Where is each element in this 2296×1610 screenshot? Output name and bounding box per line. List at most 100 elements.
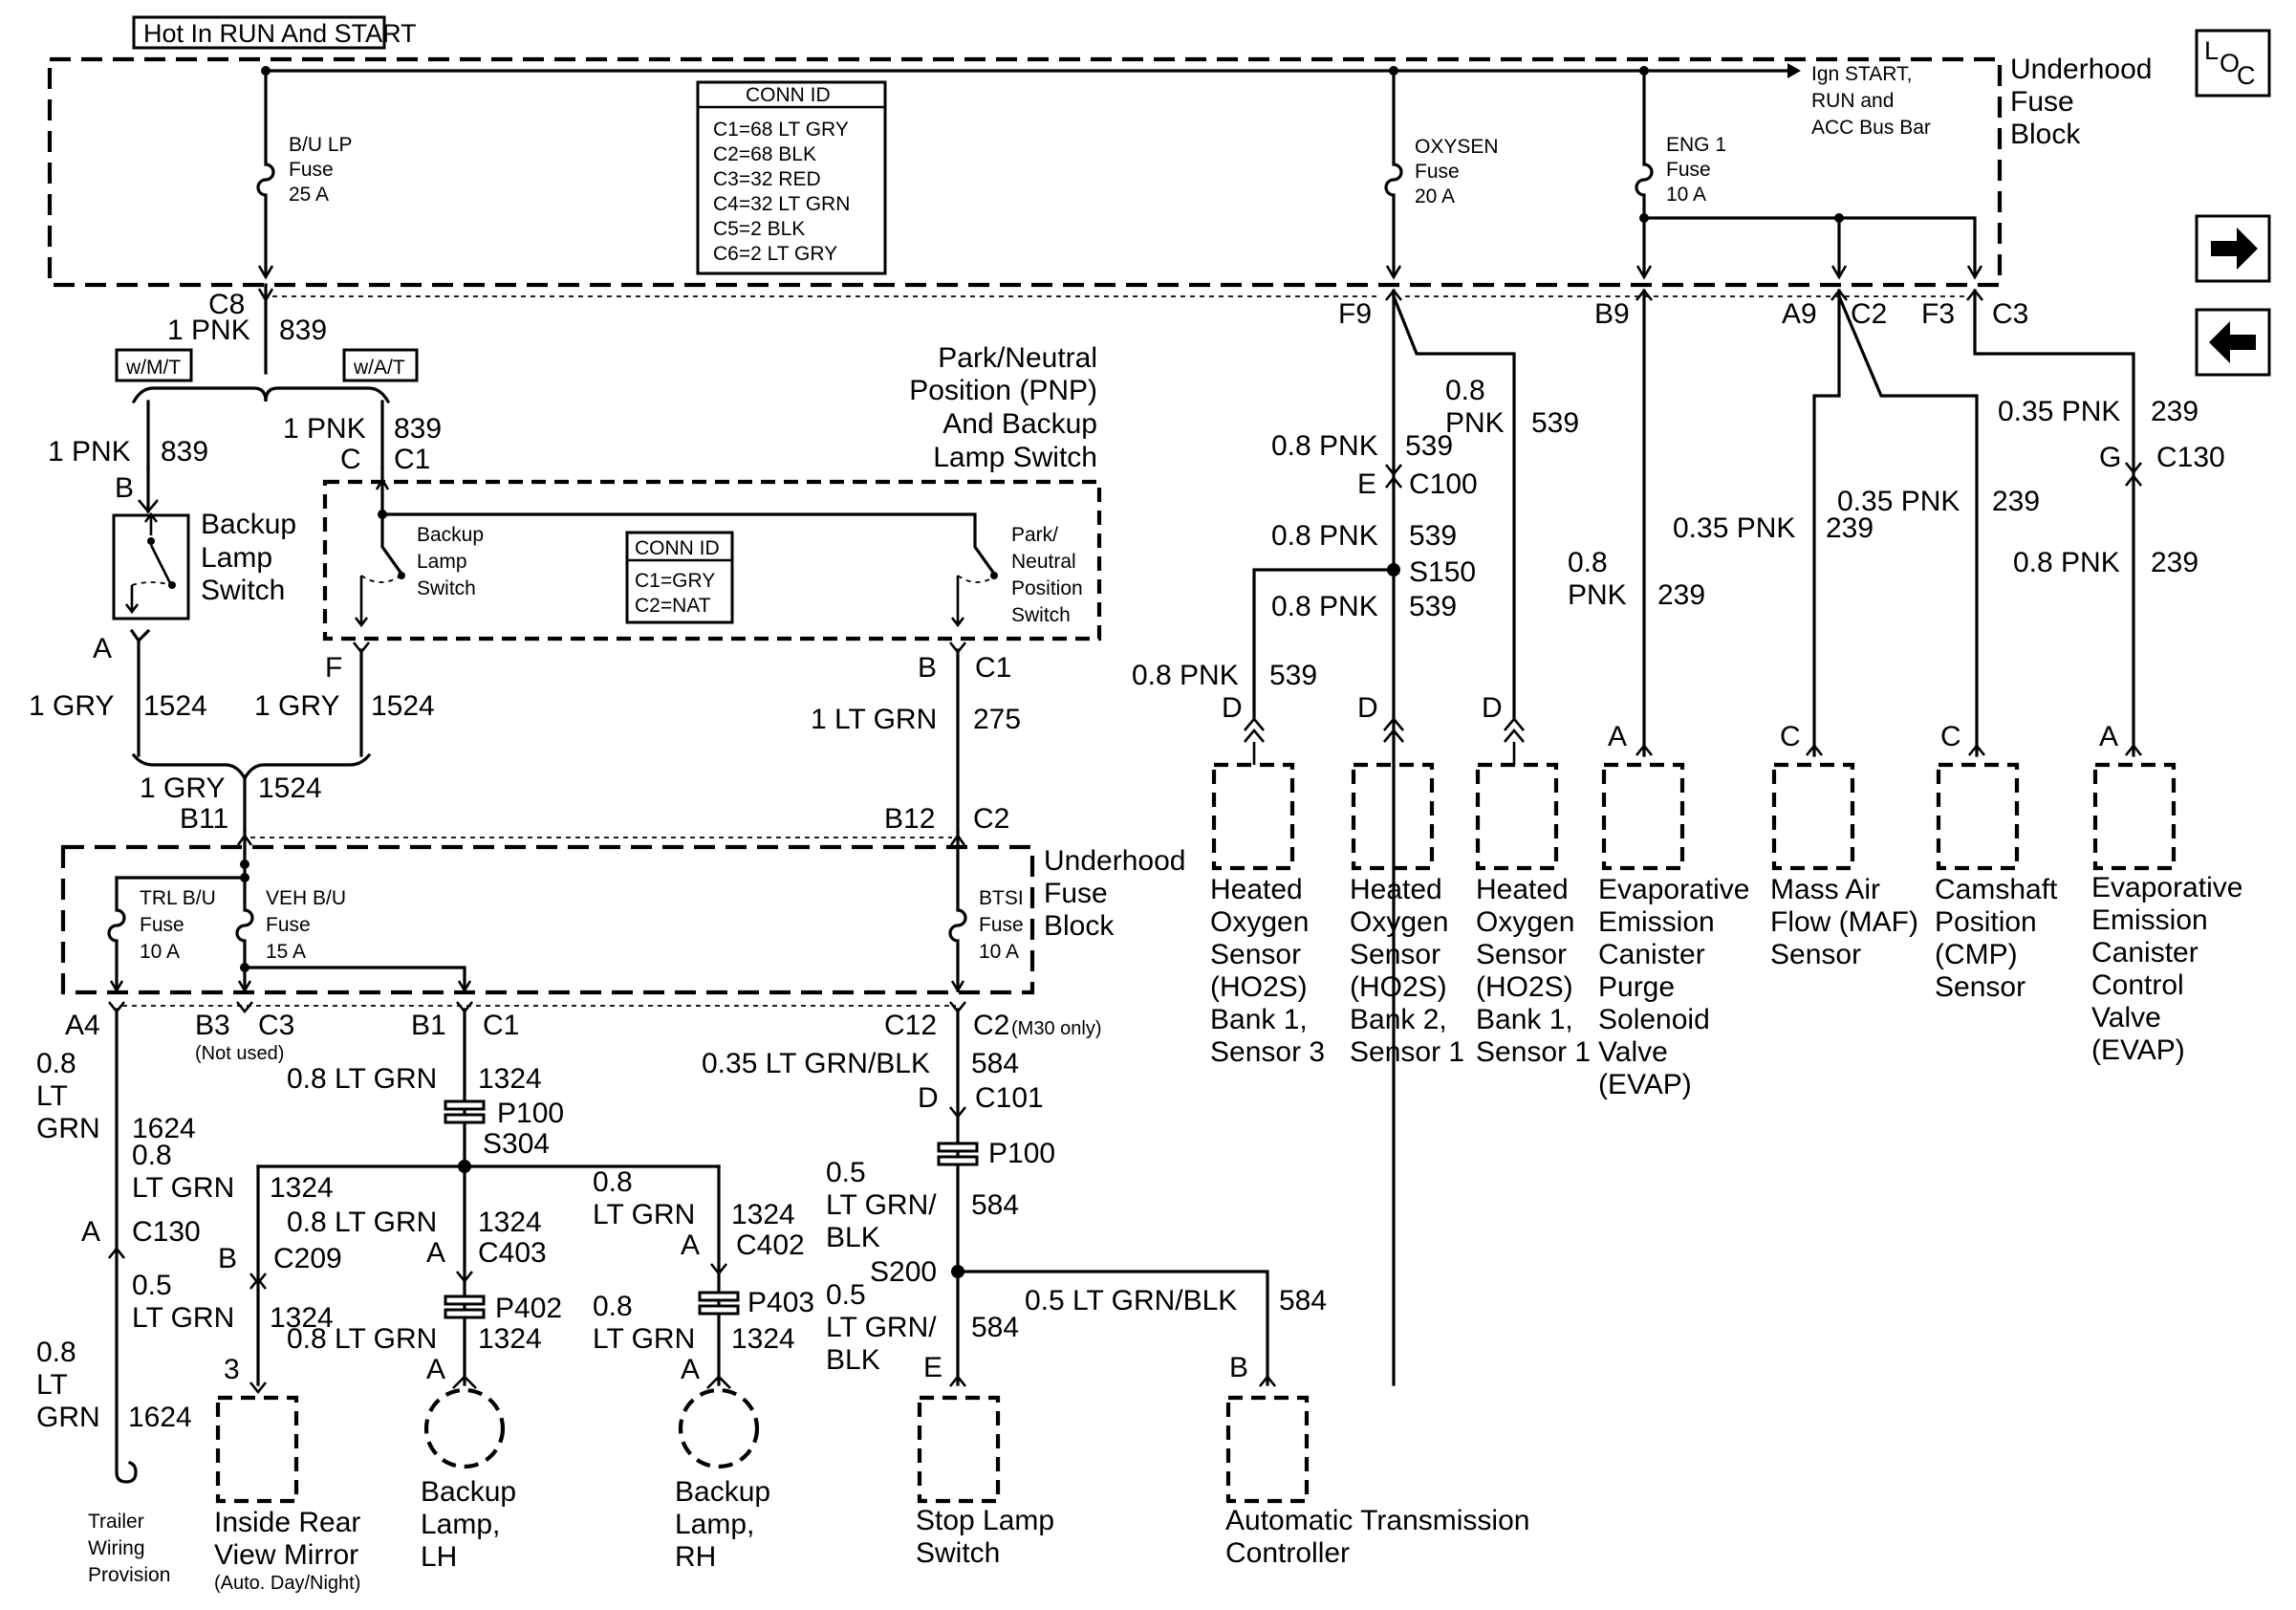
lh-conn-a: A (426, 1237, 445, 1269)
m-1324b: 1324 (270, 1302, 334, 1334)
rh-1324b: 1324 (731, 1323, 795, 1355)
next-page-button[interactable] (2195, 214, 2271, 283)
previous-page-button[interactable] (2195, 308, 2271, 377)
bls-label-3: Switch (201, 575, 285, 606)
o-539c: 539 (1409, 591, 1457, 622)
pnp-pn-1: Park/ (1011, 524, 1058, 546)
cmp-239: 239 (1992, 486, 2040, 517)
bu-lp-fuse-1: B/U LP (289, 134, 353, 156)
lh-wire-ltgrn: 0.8 LT GRN (287, 1207, 437, 1238)
ev-6: (EVAP) (1598, 1069, 1692, 1100)
vv-08: 0.8 PNK (2013, 547, 2120, 578)
svg-text:C: C (2237, 61, 2256, 90)
join-wire-1524: 1524 (258, 772, 322, 804)
pnp-conn-c1: C1 (975, 652, 1011, 684)
bls-label-1: Backup (201, 509, 296, 540)
trl-fuse-1: TRL B/U (140, 887, 216, 909)
backup-lamp-lh (423, 1387, 506, 1469)
conn-f9: F9 (1338, 298, 1372, 330)
arrow-right-icon (2211, 228, 2258, 270)
conn-a9: A9 (1782, 298, 1817, 330)
rh-conn-a: A (681, 1229, 700, 1261)
o-08pnk: 0.8 PNK (1271, 430, 1378, 462)
ev-pnk: PNK (1568, 579, 1627, 611)
vv-conn-a: A (2099, 721, 2118, 752)
pnp-bl-2: Lamp (417, 551, 467, 573)
bt-conn-c101: C101 (975, 1082, 1044, 1114)
top-conn-4: C5=2 BLK (713, 218, 805, 240)
pnp-conn-f: F (325, 652, 342, 684)
svg-text:L: L (2204, 36, 2219, 65)
wire-1pnk-top: 1 PNK (167, 315, 250, 346)
veh-fuse-3: 15 A (266, 941, 306, 963)
m30-label: (M30 only) (1011, 1018, 1101, 1039)
pnp-title-3: And Backup (942, 408, 1097, 440)
cmp-1: Position (1935, 906, 2037, 938)
sl-name-2: Switch (916, 1537, 1000, 1569)
h1-3: (HO2S) (1210, 971, 1308, 1003)
mid-fuse-block-outline (60, 844, 1035, 995)
m-conn-c209: C209 (273, 1243, 342, 1274)
maf-1: Flow (MAF) (1770, 906, 1918, 938)
tr-1624b: 1624 (128, 1402, 192, 1433)
pnp-title-2: Position (PNP) (909, 375, 1097, 406)
top-conn-id-box (696, 80, 887, 275)
ev-4: Solenoid (1598, 1004, 1710, 1035)
tr-conn-a: A (81, 1216, 100, 1248)
atc-584: 584 (1279, 1285, 1327, 1316)
vv-3: Control (2091, 969, 2184, 1001)
vv-conn-c130: C130 (2156, 442, 2225, 473)
at-conn-c: C (340, 444, 361, 475)
eng1-fuse-1: ENG 1 (1666, 134, 1726, 156)
pnp-conn-id-box (625, 531, 734, 624)
bus-label-3: ACC Bus Bar (1811, 117, 1931, 139)
p100-label: P100 (497, 1098, 564, 1129)
o-conn-c100: C100 (1409, 468, 1478, 500)
pnp-conn-title: CONN ID (635, 537, 720, 559)
pnp-wire-ltgrn: 1 LT GRN (811, 704, 937, 735)
m-name-1: Inside Rear (214, 1507, 360, 1538)
b1s1-pnk: PNK (1445, 407, 1505, 439)
atc-component (1225, 1395, 1310, 1504)
trailer-wire (115, 1008, 138, 1484)
ho2s-b1s1 (1475, 762, 1559, 871)
mt-wire-pnk: 1 PNK (48, 436, 131, 468)
bt-conn-d: D (918, 1082, 939, 1114)
m-ltgrn2: LT GRN (132, 1302, 234, 1334)
oxysen-fuse-1: OXYSEN (1415, 136, 1499, 158)
bls-conn-a: A (93, 633, 112, 664)
bt-wire-035: 0.35 LT GRN/BLK (702, 1048, 930, 1079)
top-conn-2: C3=32 RED (713, 168, 821, 190)
mt-wire-839: 839 (161, 436, 208, 468)
pnp-bl-1: Backup (417, 524, 484, 546)
conn-b3: B3 (195, 1010, 230, 1041)
sl-05: 0.5 (826, 1279, 866, 1311)
h2-4: Bank 2, (1350, 1004, 1447, 1035)
tr-grn: GRN (36, 1113, 100, 1144)
lh-conn-a2: A (426, 1354, 445, 1385)
sl-name-1: Stop Lamp (916, 1505, 1054, 1536)
lh-p402: P402 (495, 1293, 562, 1324)
location-button[interactable]: L O C (2195, 29, 2271, 98)
conn-c12: C12 (884, 1010, 937, 1041)
vv-2: Canister (2091, 937, 2199, 968)
conn-c3: C3 (258, 1010, 294, 1041)
lh-name-2: Lamp, (421, 1509, 500, 1540)
wmt-label-box (115, 348, 193, 382)
hot-label: Hot In RUN And START (143, 19, 417, 48)
pnp-pn-2: Neutral (1011, 551, 1076, 573)
lh-name-3: LH (421, 1541, 457, 1573)
m-ltgrn: LT GRN (132, 1172, 234, 1204)
m-name-3: (Auto. Day/Night) (214, 1573, 360, 1594)
rh-name-3: RH (675, 1541, 716, 1573)
h1-2: Sensor (1210, 939, 1301, 970)
rh-ltgrn: LT GRN (593, 1199, 695, 1230)
cmp-3: Sensor (1935, 971, 2025, 1003)
o-539d: 539 (1269, 660, 1317, 691)
bus-bar-arrow (1787, 63, 1801, 78)
h3-3: (HO2S) (1476, 971, 1573, 1003)
pnp-conn-b: B (918, 652, 937, 684)
bls-label-2: Lamp (201, 542, 272, 574)
mirror-component (215, 1395, 299, 1504)
